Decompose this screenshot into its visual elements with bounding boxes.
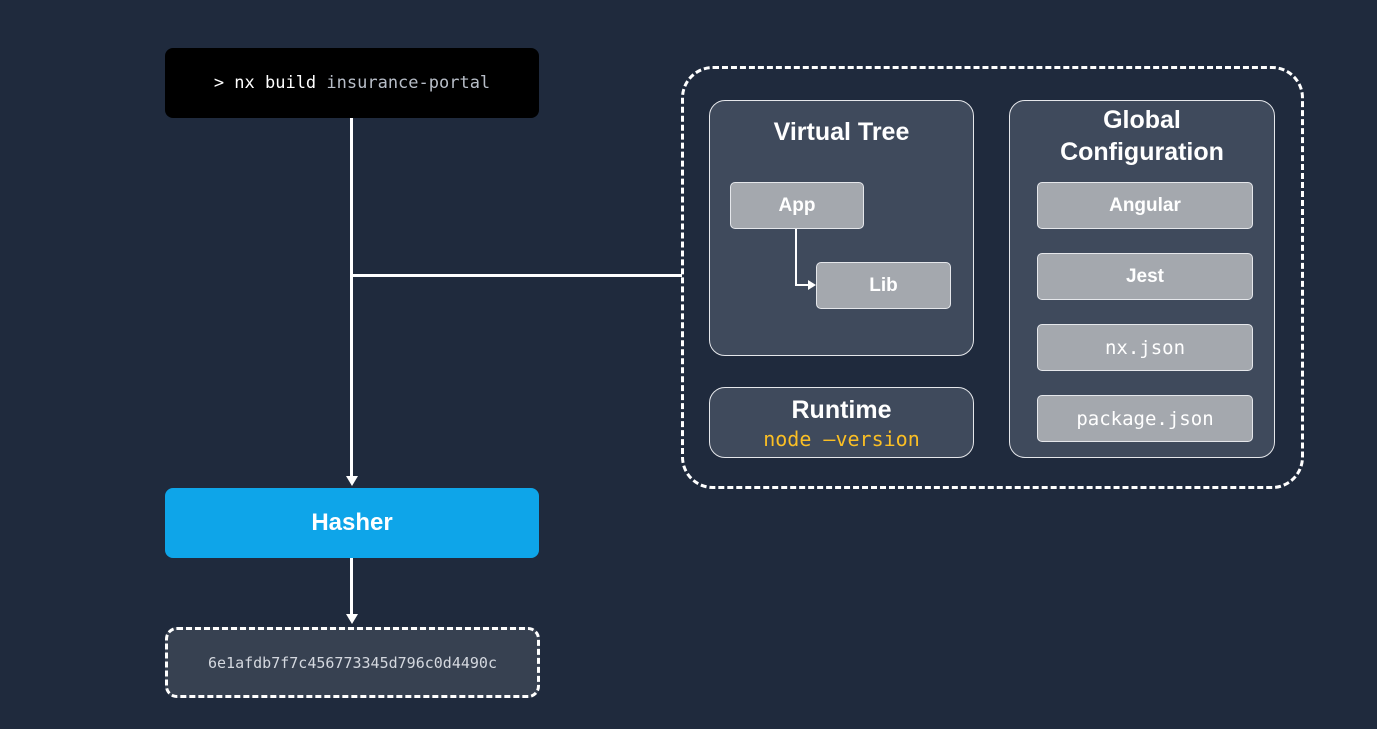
hash-output-box: 6e1afdb7f7c456773345d796c0d4490c — [165, 627, 540, 698]
virtual-tree-title: Virtual Tree — [773, 118, 910, 146]
command-prefix: > nx build — [213, 73, 327, 93]
connector-hasher-to-hash — [350, 558, 353, 616]
command-box: > nx build insurance-portal — [165, 48, 539, 118]
runtime-title: Runtime — [791, 396, 892, 424]
runtime-command: node —version — [763, 427, 920, 451]
config-item-jest: Jest — [1037, 253, 1253, 300]
arrowhead-hash — [345, 614, 358, 624]
tree-connector-arrowhead — [808, 280, 816, 290]
hasher-label: Hasher — [311, 509, 393, 536]
global-configuration-title: Global Configuration — [1060, 106, 1224, 166]
connector-inputs-to-main — [350, 274, 682, 277]
config-item-angular: Angular — [1037, 182, 1253, 229]
config-item-package-json: package.json — [1037, 395, 1253, 442]
tree-node-app: App — [730, 182, 864, 229]
arrowhead-hasher — [345, 476, 358, 486]
connector-cmd-to-hasher — [350, 118, 353, 478]
tree-connector-horizontal — [795, 284, 809, 286]
inputs-container — [681, 66, 1304, 489]
tree-node-lib: Lib — [816, 262, 951, 309]
hash-value: 6e1afdb7f7c456773345d796c0d4490c — [208, 653, 497, 672]
command-project: insurance-portal — [326, 73, 491, 93]
hasher-box: Hasher — [165, 488, 539, 558]
tree-connector-vertical — [795, 229, 797, 286]
runtime-panel — [709, 387, 974, 458]
config-item-nx-json: nx.json — [1037, 324, 1253, 371]
